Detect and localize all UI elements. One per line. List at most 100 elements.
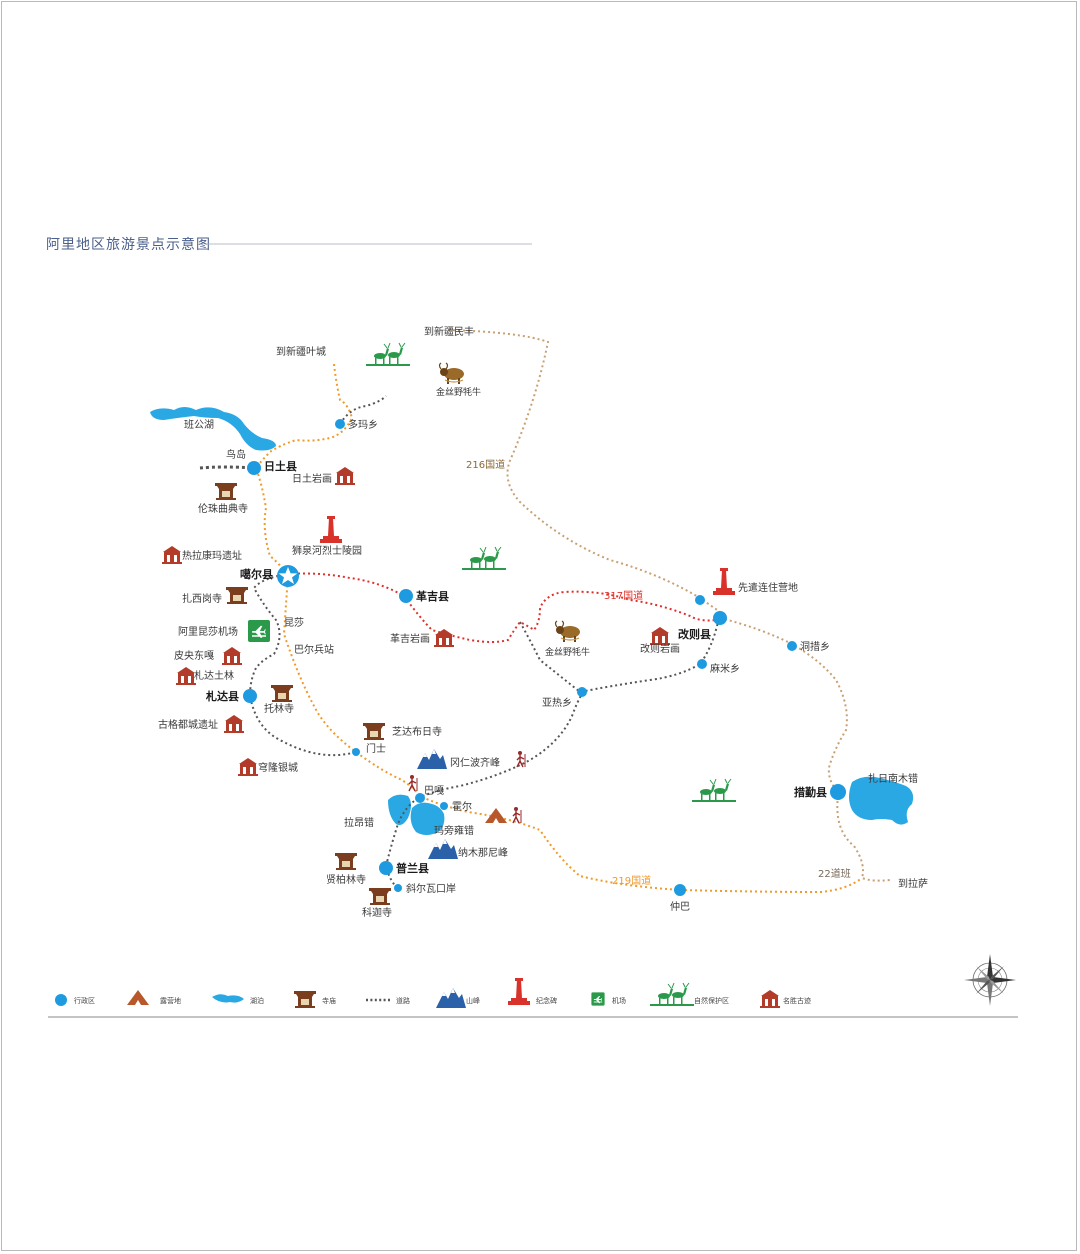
label-piyang: 皮央东嘎	[174, 649, 214, 662]
label-geji-rock: 革吉岩画	[390, 632, 430, 645]
label-shiquan: 狮泉河烈士陵园	[292, 544, 362, 557]
label-ritu: 日土县	[264, 459, 297, 473]
legend-admin-icon	[55, 994, 67, 1006]
road-niaodao	[199, 465, 255, 470]
road-yare	[417, 693, 583, 799]
label-zhidabu: 芝达布日寺	[392, 725, 442, 738]
mami-dot[interactable]	[697, 659, 707, 669]
label-huoer: 霍尔	[452, 800, 472, 813]
gaize-dot[interactable]	[713, 611, 727, 625]
duoma-dot[interactable]	[335, 419, 345, 429]
capital-star-icon	[278, 567, 298, 584]
shiquan-monument-icon	[320, 516, 342, 543]
label-relakang: 热拉康玛遗址	[182, 549, 242, 562]
naimunani-mountain-icon	[428, 839, 458, 859]
label-xianqian: 先遣连住营地	[738, 581, 798, 594]
road-duoma	[339, 395, 387, 425]
label-qionglong: 穹隆银城	[258, 761, 298, 774]
label-road-22: 22道班	[818, 867, 851, 880]
legend-label-admin: 行政区	[74, 996, 95, 1005]
label-guge: 古格都城遗址	[158, 718, 218, 731]
label-gaer: 噶尔县	[240, 567, 273, 581]
label-gaize: 改则县	[678, 627, 711, 641]
label-menshi: 门士	[366, 742, 386, 755]
road-317	[287, 572, 717, 643]
laangcuo-lake	[388, 794, 411, 826]
xianqian-monument-icon	[713, 568, 735, 595]
road-pulan	[384, 797, 419, 889]
road-zhada	[248, 573, 357, 757]
zharinan-lake	[849, 776, 914, 825]
label-zhada: 札达县	[205, 689, 239, 703]
geji-rock-icon	[434, 629, 454, 647]
legend-monument-icon	[508, 978, 530, 1005]
qionglong-heritage-icon	[238, 758, 258, 776]
label-gaize-rock: 改则岩画	[640, 642, 680, 655]
label-kejia: 科迦寺	[362, 906, 392, 919]
bangong-lake	[150, 407, 276, 451]
reserve-south-icon	[691, 778, 737, 803]
xianqian-dot[interactable]	[695, 595, 705, 605]
cuoqin-dot[interactable]	[830, 784, 846, 800]
gaize-rock-icon	[650, 627, 670, 645]
label-xieerwa: 斜尔瓦口岸	[406, 882, 456, 895]
label-ritu-rock: 日土岩画	[292, 472, 332, 485]
label-to-yecheng: 到新疆叶城	[276, 345, 326, 358]
road-22	[836, 795, 891, 882]
legend-campsite-icon	[127, 990, 149, 1005]
ritu-dot[interactable]	[247, 461, 261, 475]
label-baer: 巴尔兵站	[294, 643, 334, 656]
huoer-dot[interactable]	[440, 802, 448, 810]
yare-dot[interactable]	[577, 687, 587, 697]
label-niaodao: 鸟岛	[226, 448, 246, 461]
legend-reserve-icon	[649, 982, 695, 1007]
label-bagga: 巴嘎	[424, 785, 444, 797]
campsite-icon	[485, 808, 507, 823]
legend-label-lake: 湖泊	[250, 996, 264, 1005]
reserve-north-icon	[365, 342, 411, 367]
label-pulan: 普兰县	[396, 861, 429, 875]
yak-mid-icon	[554, 620, 581, 643]
lunzhu-temple-icon	[215, 483, 237, 500]
xianbolin-temple-icon	[335, 853, 357, 870]
pulan-dot[interactable]	[379, 861, 393, 875]
legend-label-monument: 纪念碑	[536, 996, 557, 1005]
label-to-minfeng: 到新疆民丰	[424, 325, 474, 338]
mapang-lake	[410, 802, 445, 835]
label-dongcuo: 洞措乡	[800, 640, 830, 653]
label-gangrenboqi: 冈仁波齐峰	[450, 756, 500, 769]
bagga-dot[interactable]	[415, 793, 425, 803]
xieerwa-dot[interactable]	[394, 884, 402, 892]
label-lunzhu: 伦珠曲典寺	[198, 502, 248, 515]
label-cuoqin: 措勤县	[794, 785, 827, 799]
legend-label-campsite: 露营地	[160, 996, 181, 1005]
zhadatulin-heritage-icon	[176, 667, 196, 685]
label-mami: 麻米乡	[710, 662, 740, 675]
zhidabu-temple-icon	[363, 723, 385, 740]
label-naimunani: 纳木那尼峰	[458, 846, 508, 859]
hiker-kailash-icon	[516, 750, 526, 768]
menshi-dot[interactable]	[352, 748, 360, 756]
geji-dot[interactable]	[399, 589, 413, 603]
label-bangong: 班公湖	[184, 419, 214, 431]
legend-label-road: 道路	[396, 996, 410, 1005]
label-laangcuo: 拉昂错	[344, 816, 374, 829]
label-yak-mid: 金丝野牦牛	[545, 646, 590, 658]
legend-label-heritage: 名胜古迹	[783, 996, 811, 1005]
zhaxigang-temple-icon	[226, 587, 248, 604]
label-duoma: 多玛乡	[348, 418, 378, 431]
ritu-rock-icon	[335, 467, 355, 485]
relakang-heritage-icon	[162, 546, 182, 564]
label-tuolin: 托林寺	[264, 702, 294, 715]
label-to-lhasa: 到拉萨	[898, 877, 928, 890]
airport-icon	[247, 619, 271, 643]
map-title: 阿里地区旅游景点示意图	[46, 236, 211, 253]
zhada-dot[interactable]	[243, 689, 257, 703]
zhongba-dot[interactable]	[674, 884, 686, 896]
dongcuo-dot[interactable]	[787, 641, 797, 651]
label-yak-north: 金丝野牦牛	[436, 386, 481, 398]
label-zhaxigang: 扎西岗寺	[182, 592, 222, 605]
label-yare: 亚热乡	[542, 696, 572, 709]
